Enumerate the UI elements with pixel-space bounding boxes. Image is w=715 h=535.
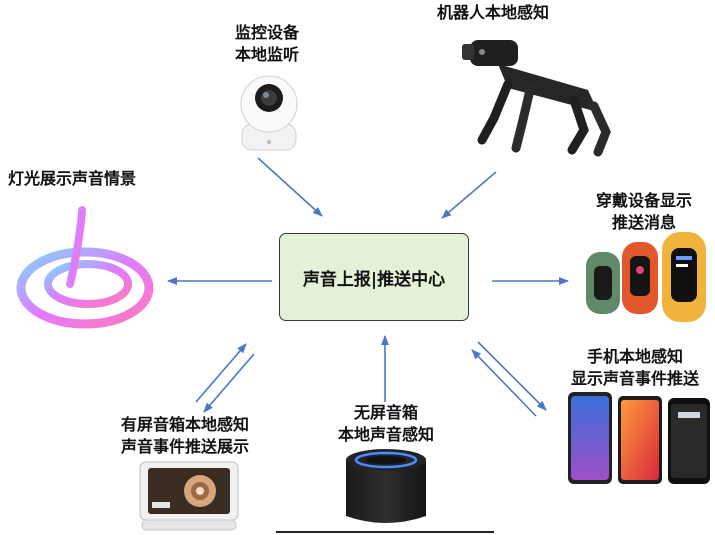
robot-label: 机器人本地感知 — [436, 3, 549, 22]
arrow-screen-speaker-to-hub — [195, 343, 247, 403]
smart-speaker-icon — [346, 449, 426, 523]
smart-display-icon — [139, 461, 239, 531]
wearable-label: 穿戴设备显示 推送消息 — [595, 191, 692, 232]
light-label: 灯光展示声音情景 — [8, 169, 137, 188]
arrow-phone-to-hub — [471, 349, 537, 417]
arrow-camera-to-hub — [257, 157, 323, 217]
sound-report-push-center: 声音上报|推送中心 — [279, 233, 469, 321]
robot-dog-icon — [462, 40, 611, 157]
speaker-label: 无屏音箱 本地声音感知 — [337, 403, 434, 444]
hub-label: 声音上报|推送中心 — [302, 269, 446, 290]
arrow-hub-to-phone — [477, 341, 547, 411]
camera-label: 监控设备 本地监听 — [234, 23, 299, 64]
baseline-divider — [276, 531, 494, 533]
smart-band-icon — [586, 232, 706, 322]
led-strip-icon — [16, 206, 154, 329]
arrow-hub-to-screen-speaker — [203, 353, 255, 413]
smartphone-icon — [568, 392, 710, 484]
security-camera-icon — [240, 75, 298, 151]
phone-label: 手机本地感知 显示声音事件推送 — [570, 347, 699, 388]
screen-speaker-label: 有屏音箱本地感知 声音事件推送展示 — [120, 415, 249, 456]
arrow-robot-to-hub — [441, 171, 497, 219]
